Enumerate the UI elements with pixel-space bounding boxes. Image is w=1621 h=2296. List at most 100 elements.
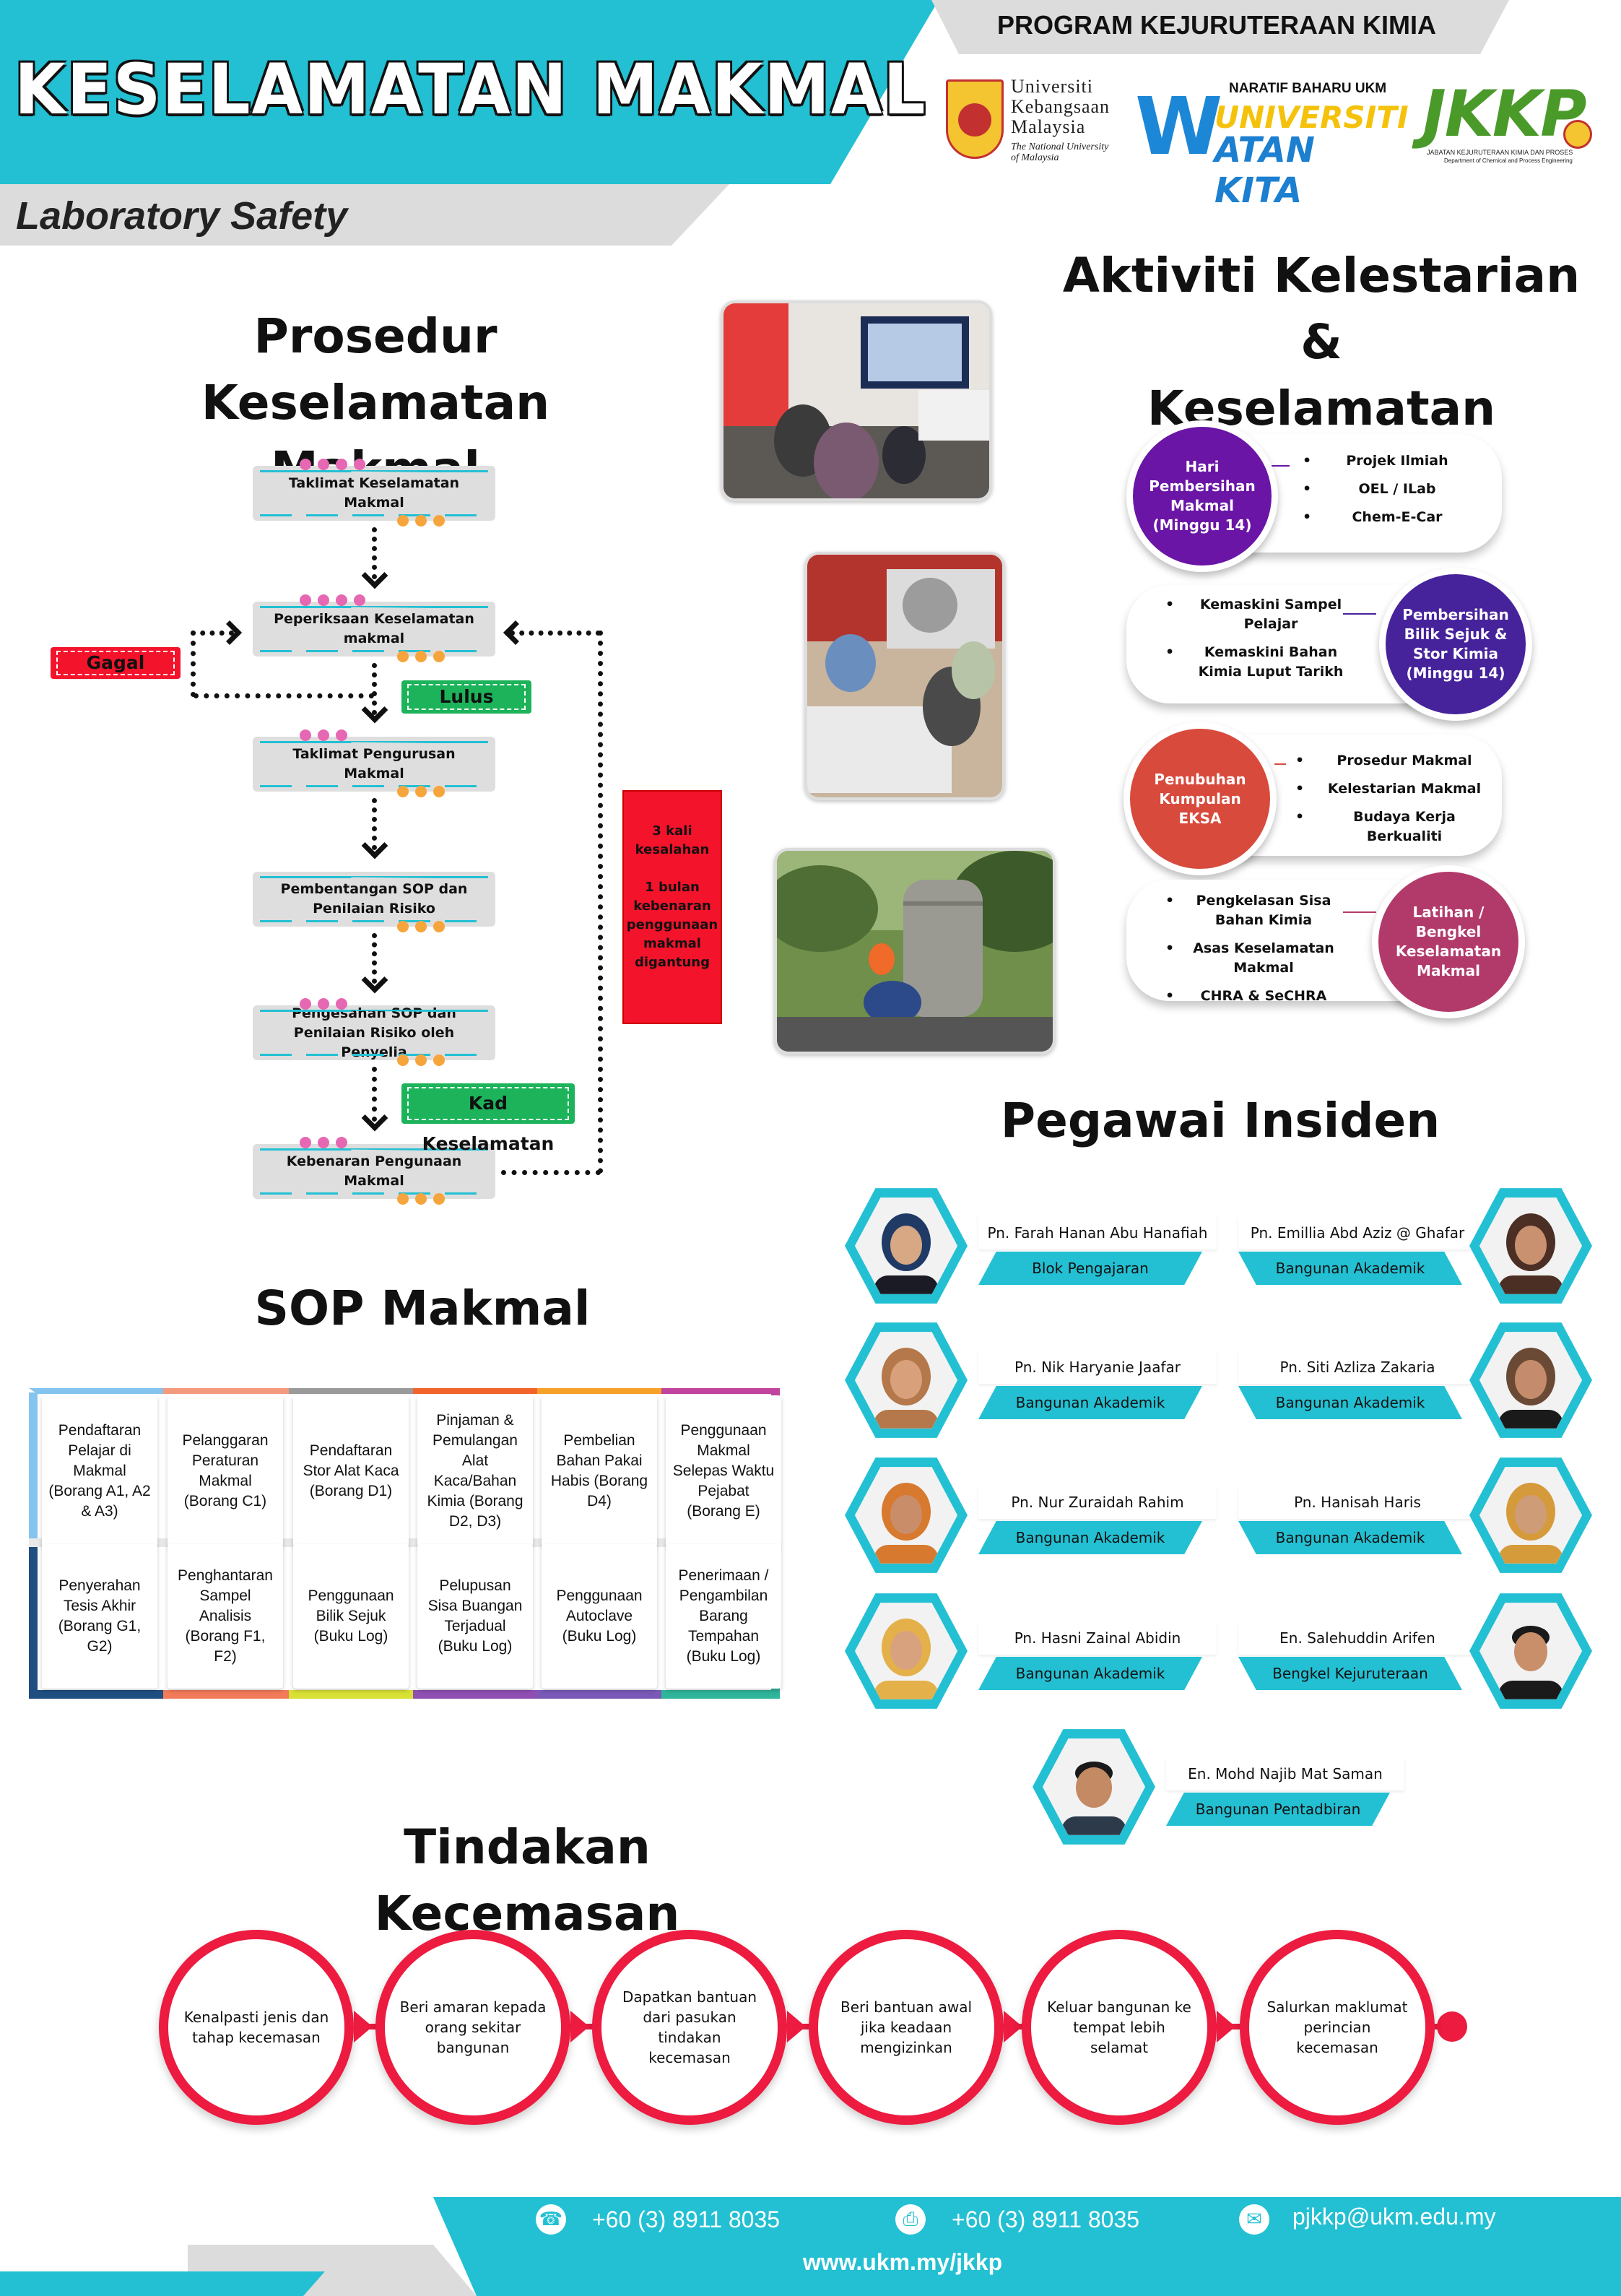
officer-location: Bangunan Akademik [978,1521,1202,1554]
activity-item: Kemaskini Sampel Pelajar [1165,595,1357,634]
officer-photo [845,1322,968,1438]
activity-circle: Penubuhan Kumpulan EKSA [1124,722,1277,875]
footer-bar [433,2197,1621,2296]
procedure-step-text: Peperiksaan Keselamatan makmal [274,611,474,646]
program-banner [931,0,1509,54]
ukm-logo-line: Kebangsaan [1011,96,1111,117]
activity-item: OEL / ILab [1303,480,1473,499]
universiti-watan-kita-logo: NARATIF BAHARU UKM W UNIVERSITI ATAN KIT… [1135,81,1409,211]
decor-dots [397,651,445,662]
header-banner [0,0,939,184]
officer-name: Pn. Hasni Zainal Abidin [978,1621,1217,1655]
arrow-right-icon [1004,2011,1022,2042]
activity-circle: Pembersihan Bilik Sejuk & Stor Kimia (Mi… [1379,568,1532,721]
activities-title-line: Aktiviti Kelestarian & [1062,248,1581,370]
timeline-end-dot [1437,2011,1467,2042]
uwk-line2: ATAN KITA [1214,130,1315,211]
emergency-step: Salurkan maklumat perincian kecemasan [1240,1930,1435,2125]
sop-item: Penggunaan Makmal Selepas Waktu Pejabat … [666,1395,781,1547]
officer-name: Pn. Farah Hanan Abu Hanafiah [978,1216,1217,1249]
decor-dots [300,594,365,606]
emergency-title: Tindakan Kecemasan [374,1819,680,1941]
fail-loop-line [191,631,196,697]
sop-item: Penggunaan Autoclave (Buku Log) [542,1544,657,1689]
sop-item: Pelanggaran Peraturan Makmal (Borang C1) [168,1395,283,1547]
decor-dots [397,1054,445,1066]
arrow-left-icon [503,620,528,645]
flow-connector [372,663,377,715]
emergency-step-text: Dapatkan bantuan dari pasukan tindakan k… [622,1988,757,2066]
procedure-step: Taklimat Pengurusan Makmal [253,737,495,792]
jkkp-mark: JKKP [1422,77,1587,151]
officer-location: Bangunan Akademik [978,1657,1202,1690]
officer-photo [1033,1729,1155,1845]
footer-email[interactable]: pjkkp@ukm.edu.my [1292,2204,1496,2230]
activity-list: Projek Ilmiah OEL / ILab Chem-E-Car [1303,451,1473,536]
arrow-down-icon [361,696,388,724]
safety-card-label: Kad Keselamatan [401,1083,575,1154]
officer-location: Bangunan Pentadbiran [1166,1793,1390,1826]
emergency-step-text: Beri bantuan awal jika keadaan mengizink… [840,1998,973,2056]
sop-title: SOP Makmal [254,1281,591,1336]
arrow-right-icon [217,620,242,645]
card-connector [1343,613,1376,615]
emergency-step-text: Keluar bangunan ke tempat lebih selamat [1047,1998,1191,2056]
card-connector [1271,465,1290,467]
arrow-down-icon [361,562,388,589]
officer-location: Bangunan Akademik [1238,1252,1462,1285]
ukm-logo-tagline: of Malaysia [1011,152,1059,163]
jkkp-logo: JKKP JABATAN KEJURUTERAAN KIMIA DAN PROS… [1422,78,1599,165]
phone-icon: ☎ [536,2204,566,2235]
decor-dots [397,786,445,797]
uwk-line1: UNIVERSITI [1214,100,1409,135]
emergency-step-text: Salurkan maklumat perincian kecemasan [1266,1998,1408,2056]
sop-item: Penerimaan / Pengambilan Barang Tempahan… [666,1544,781,1689]
arrow-right-icon [1217,2011,1235,2042]
fail-loop-line [191,631,234,636]
footer-fax[interactable]: +60 (3) 8911 8035 [952,2206,1140,2232]
officer-name: En. Salehuddin Arifen [1238,1621,1477,1655]
penalty-text: 1 bulan kebenaran penggunaan makmal diga… [626,880,718,970]
sop-item: Pinjaman & Pemulangan Alat Kaca/Bahan Ki… [417,1395,533,1547]
emergency-step-text: Kenalpasti jenis dan tahap kecemasan [183,2009,329,2046]
activity-circle-text: Hari Pembersihan Makmal (Minggu 14) [1149,458,1256,534]
arrow-down-icon [361,966,388,994]
officer-location: Bangunan Akademik [978,1386,1202,1419]
revoke-loop-line [598,631,603,1174]
flow-connector [372,798,377,850]
decor-dots [300,1137,347,1148]
arrow-down-icon [361,832,388,859]
activities-title-line: Keselamatan [1147,381,1496,436]
officers-title: Pegawai Insiden [1000,1093,1440,1148]
officer-location: Bengkel Kejuruteraan [1238,1657,1462,1690]
activity-item: Asas Keselamatan Makmal [1165,939,1343,978]
footer-website[interactable]: www.ukm.my/jkkp [802,2249,1003,2275]
officer-photo [1469,1457,1592,1573]
revoke-loop-line [501,1170,601,1175]
arrow-right-icon [354,2011,373,2042]
officer-location: Bangunan Akademik [1238,1386,1462,1419]
sop-item: Pembelian Bahan Pakai Habis (Borang D4) [542,1395,657,1547]
footer-phone[interactable]: +60 (3) 8911 8035 [592,2206,781,2232]
ukm-crest-icon [946,79,1004,159]
procedure-step: Pembentangan SOP dan Penilaian Risiko [253,872,495,927]
footer-decor [0,2271,325,2296]
procedure-step: Pengesahan SOP dan Penilaian Risiko oleh… [253,1005,495,1060]
emergency-step: Keluar bangunan ke tempat lebih selamat [1022,1930,1217,2125]
page-subtitle: Laboratory Safety [16,194,348,238]
sop-item: Penyerahan Tesis Akhir (Borang G1, G2) [42,1544,157,1689]
procedure-step: Taklimat Keselamatan Makmal [253,466,495,521]
officer-location: Blok Pengajaran [978,1252,1202,1285]
procedure-title-line: Prosedur Keselamatan [201,308,550,430]
decor-dots [397,921,445,932]
card-connector [1343,911,1376,913]
sop-item: Pelupusan Sisa Buangan Terjadual (Buku L… [417,1544,533,1689]
activity-item: Kelestarian Makmal [1295,779,1495,799]
emergency-step: Dapatkan bantuan dari pasukan tindakan k… [592,1930,787,2125]
activity-circle: Hari Pembersihan Makmal (Minggu 14) [1126,420,1278,572]
officer-photo [845,1457,968,1573]
sop-item: Penghantaran Sampel Analisis (Borang F1,… [168,1544,283,1689]
fail-label: Gagal [51,647,181,679]
activity-circle: Latihan / Bengkel Keselamatan Makmal [1372,865,1525,1018]
sop-item: Pendaftaran Pelajar di Makmal (Borang A1… [42,1395,157,1547]
